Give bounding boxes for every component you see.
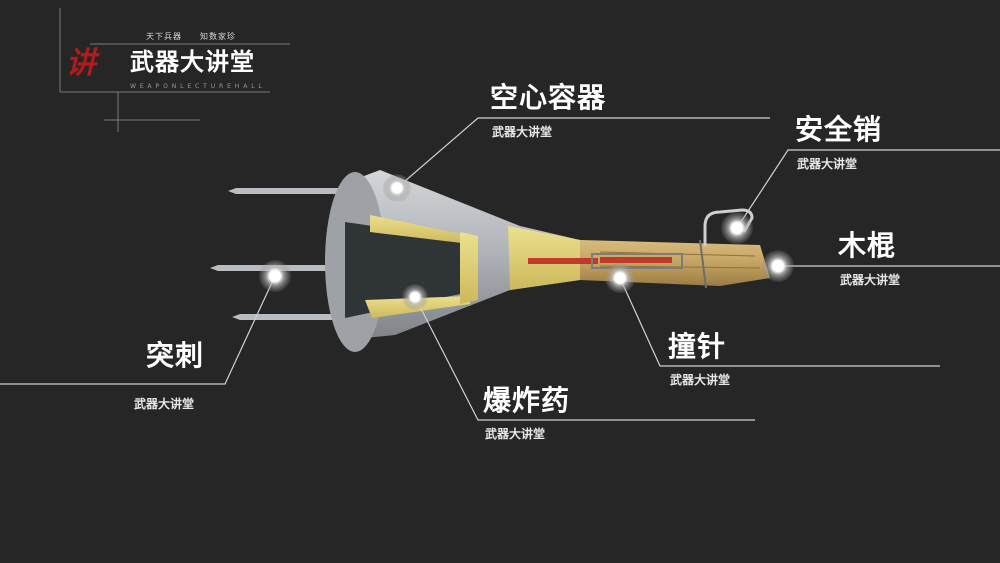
callout-safety-pin-title: 安全销 [795,113,883,146]
logo-title: 武器大讲堂 [130,48,255,76]
marker-safety-pin [721,212,753,244]
spike-top [236,188,356,194]
explosive-layer [460,232,478,304]
logo: 天下兵器 知数家珍 讲 武器大讲堂 W E A P O N L E C T U … [0,0,300,135]
striker-rod [528,258,598,264]
marker-striker [605,263,635,293]
callout-wooden-stick-subtitle: 武器大讲堂 [840,273,901,287]
leader-spike [0,275,276,385]
cone-body [325,170,683,352]
callout-spike-title: 突刺 [146,339,205,372]
leader-hollow-container [396,117,770,189]
callout-explosive-subtitle: 武器大讲堂 [485,427,546,441]
callout-wooden-stick-title: 木棍 [838,229,897,262]
callout-safety-pin-subtitle: 武器大讲堂 [797,157,858,171]
leader-explosive [414,296,755,421]
marker-wooden-stick [762,250,794,282]
logo-tag-right: 知数家珍 [200,32,236,41]
hollow-cavity [345,222,470,318]
marker-spike [259,260,291,292]
callout-explosive-title: 爆炸药 [483,384,571,417]
callout-hollow-container-subtitle: 武器大讲堂 [492,125,553,139]
callout-striker-subtitle: 武器大讲堂 [670,373,731,387]
leader-safety-pin [736,149,1000,229]
logo-frame [59,8,290,132]
marker-hollow-container [383,174,411,202]
safety-pin [703,208,754,246]
callout-striker-title: 撞针 [668,330,727,363]
logo-small-text: W E A P O N L E C T U R E H A L L [130,83,263,90]
logo-tag-left: 天下兵器 [146,32,182,41]
spike-bottom [240,314,362,320]
leader-striker [619,277,940,367]
callout-hollow-container-title: 空心容器 [490,81,607,114]
logo-mark-icon: 讲 [66,46,96,81]
marker-explosive [402,284,428,310]
callout-spike-subtitle: 武器大讲堂 [134,397,195,411]
